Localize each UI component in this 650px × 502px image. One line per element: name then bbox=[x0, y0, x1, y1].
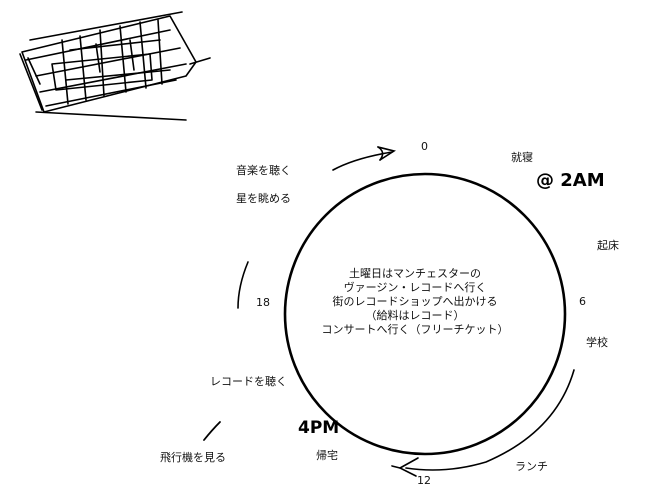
label-planes: 飛行機を見る bbox=[160, 451, 226, 464]
stroke-planes bbox=[203, 421, 221, 441]
center-line-1: 土曜日はマンチェスターの bbox=[349, 267, 481, 280]
arrow-top bbox=[332, 146, 396, 171]
arc-afternoon bbox=[391, 369, 575, 477]
center-line-4: （給料はレコード） bbox=[365, 309, 465, 322]
center-line-5: コンサートへ行く（フリーチケット） bbox=[321, 323, 509, 336]
tick-0: 0 bbox=[421, 140, 428, 153]
box-sketch bbox=[19, 11, 211, 121]
center-notes: 土曜日はマンチェスターの ヴァージン・レコードへ行く 街のレコードショップへ出か… bbox=[300, 267, 530, 337]
tick-6: 6 bbox=[579, 295, 586, 308]
clock-circle bbox=[283, 172, 567, 456]
handwritten-bedtime: @ 2AM bbox=[536, 170, 605, 191]
label-stars: 星を眺める bbox=[236, 192, 291, 205]
handwritten-home-time: 4PM bbox=[298, 418, 340, 438]
arc-evening bbox=[237, 261, 249, 309]
label-sleep: 就寝 bbox=[511, 151, 533, 164]
label-records: レコードを聴く bbox=[210, 375, 287, 388]
label-lunch: ランチ bbox=[515, 460, 548, 473]
label-home: 帰宅 bbox=[316, 449, 338, 462]
label-music: 音楽を聴く bbox=[236, 164, 291, 177]
center-line-2: ヴァージン・レコードへ行く bbox=[343, 281, 487, 294]
label-wake: 起床 bbox=[597, 239, 619, 252]
center-line-3: 街のレコードショップへ出かける bbox=[332, 295, 498, 308]
label-school: 学校 bbox=[586, 336, 608, 349]
tick-18: 18 bbox=[256, 296, 270, 309]
tick-12: 12 bbox=[417, 474, 431, 487]
